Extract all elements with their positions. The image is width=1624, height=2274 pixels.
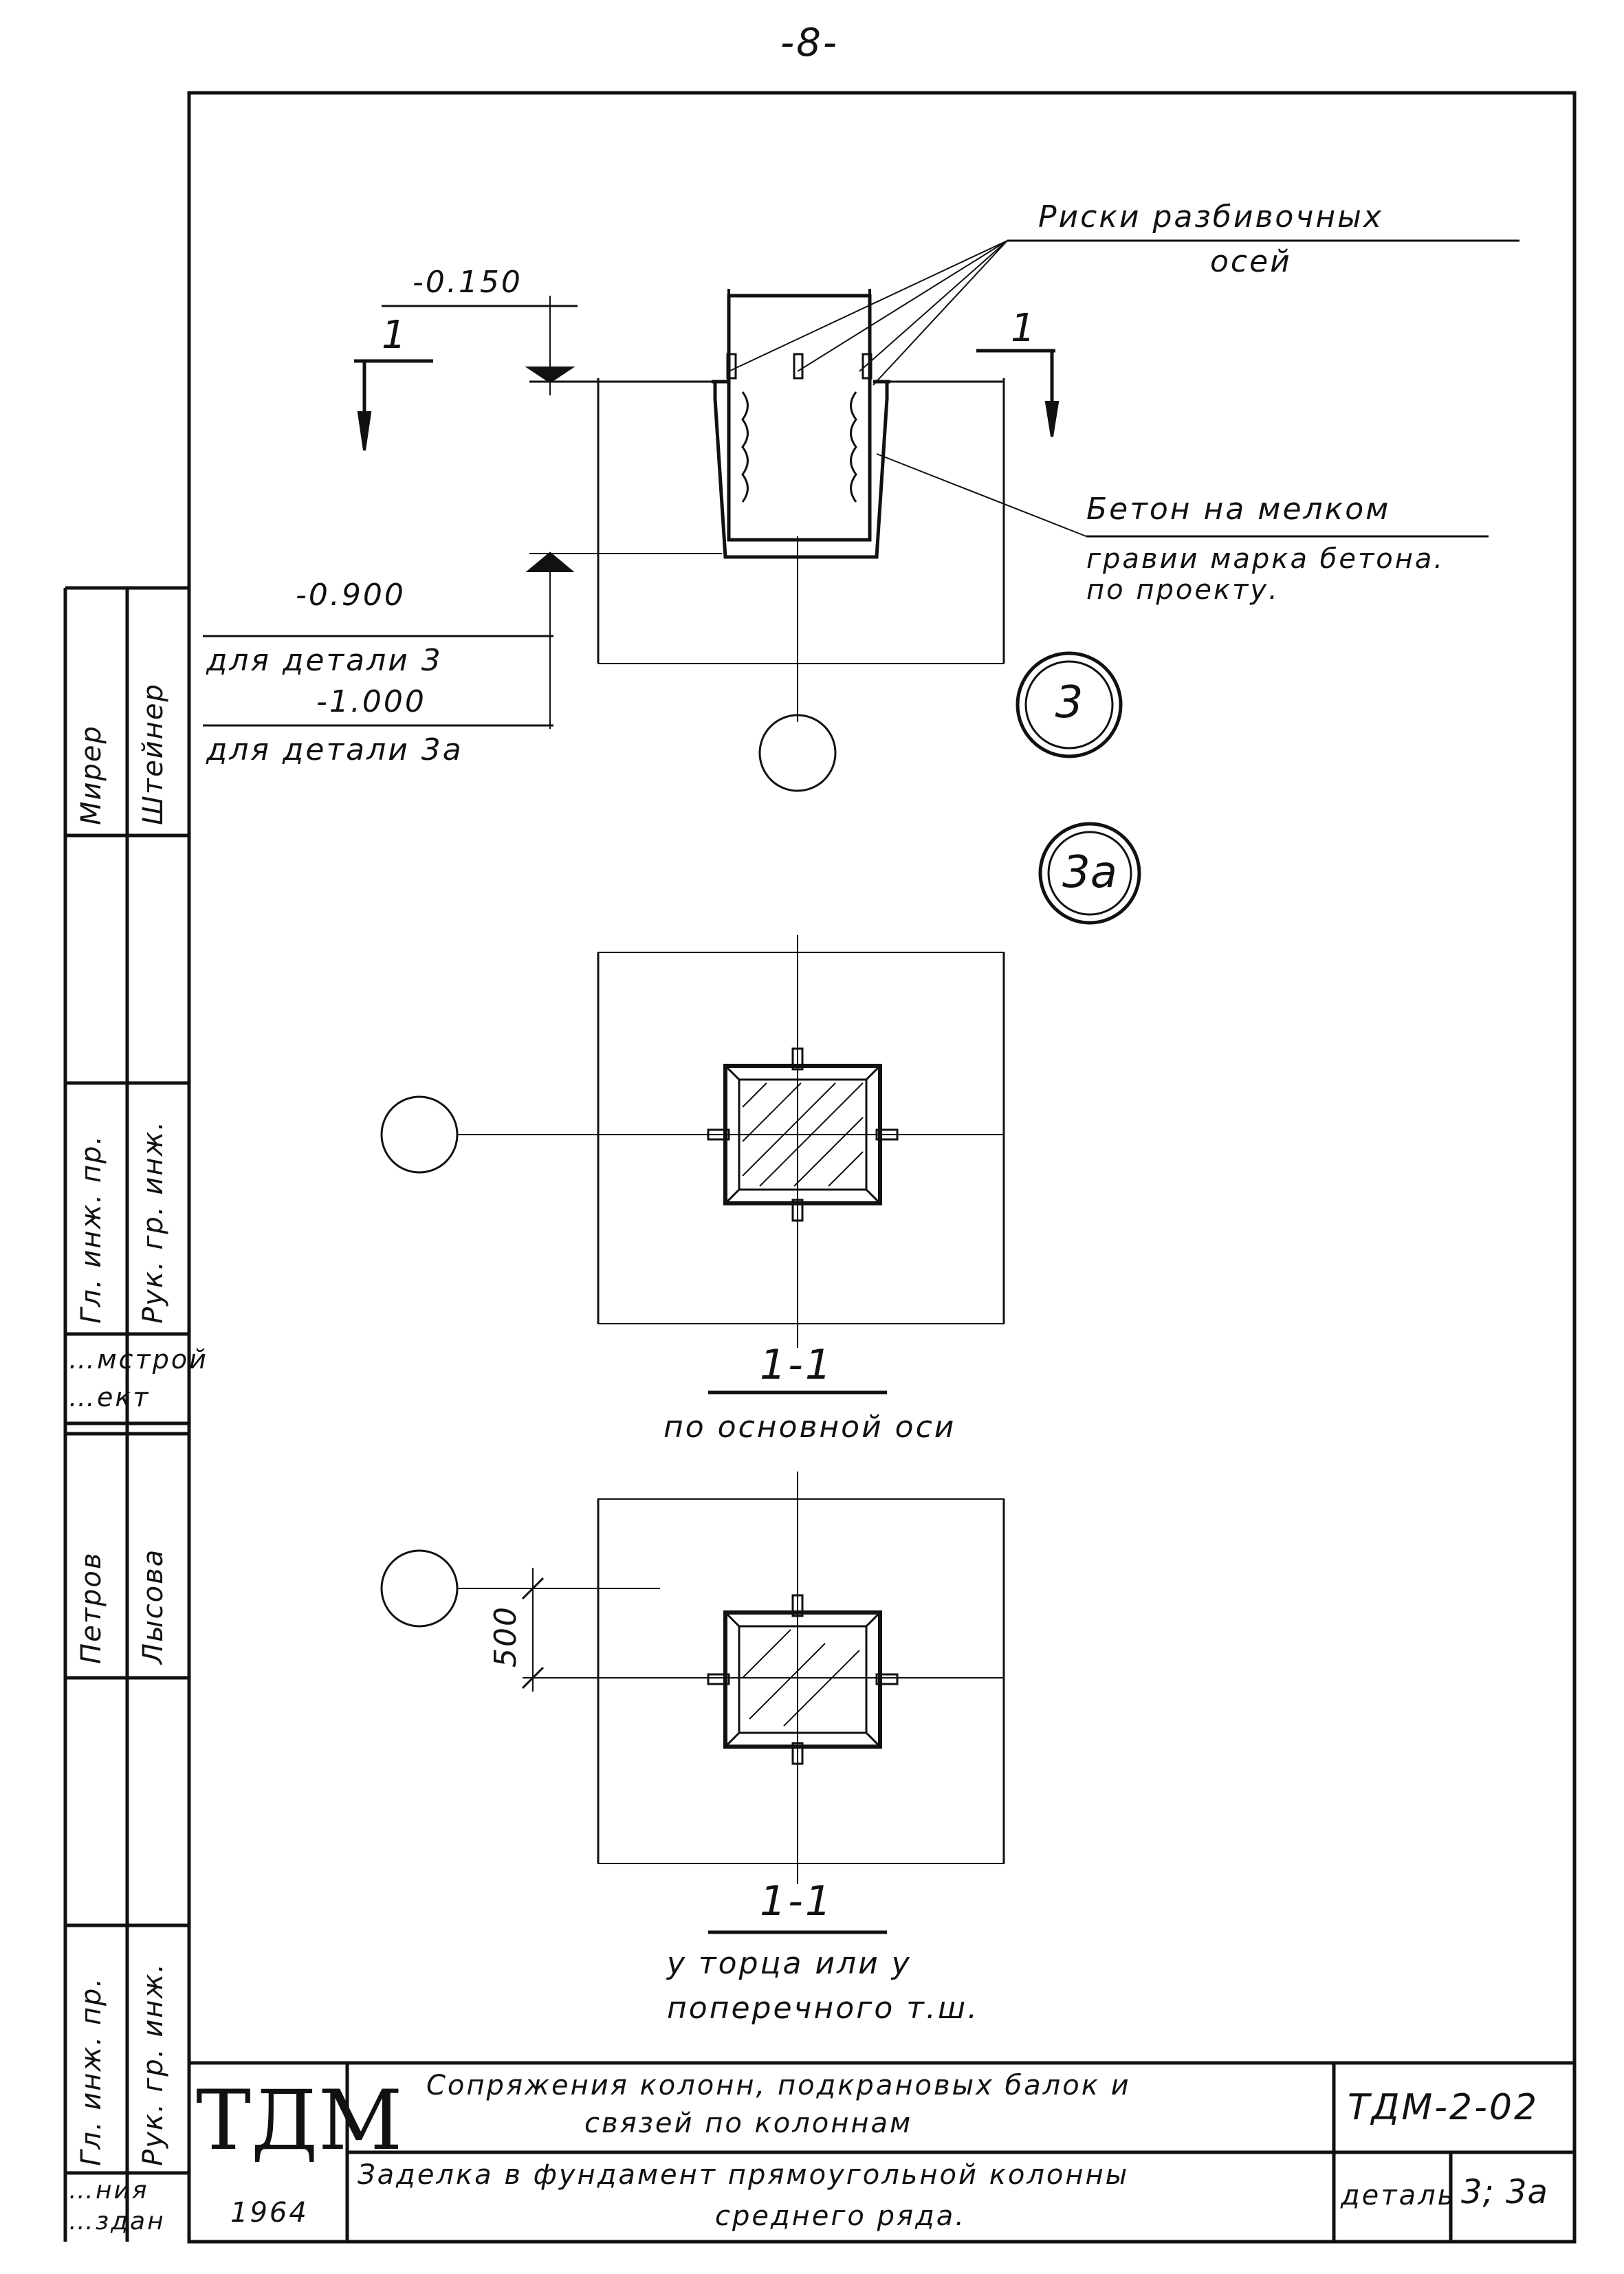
title-block-title-1: Сопряжения колонн, подкрановых балок и (426, 2070, 1131, 2101)
stamp-role-2: Рук. гр. инж. (138, 1119, 169, 1324)
detail-ref-3a (1038, 822, 1141, 925)
title-block-code: ТДМ-2-02 (1348, 2087, 1539, 2128)
stamp-role-3: Гл. инж. пр. (76, 1976, 107, 2166)
title-block-logo: ТДМ (196, 2073, 403, 2169)
section-mark-right: 1 (1011, 306, 1038, 351)
stamp-edition-2: …здан (69, 2207, 166, 2235)
section-plan-1 (380, 935, 1005, 1395)
section2-caption-1: у торца или у (667, 1946, 912, 1981)
axis-marks-label: Риски разбивочных (1038, 199, 1383, 234)
page-number: -8- (780, 21, 840, 65)
title-block-sub-2: среднего ряда. (715, 2200, 966, 2232)
detail-ref-3 (1016, 651, 1123, 758)
stamp-name-shteiner: Штейнер (138, 683, 169, 825)
title-block-detail-label: деталь (1341, 2180, 1456, 2211)
section-mark-left: 1 (382, 313, 408, 358)
stamp-edition-1: …ния (69, 2176, 149, 2205)
stamp-name-lysova: Лысова (138, 1548, 169, 1664)
concrete-label-3: по проекту. (1086, 574, 1280, 606)
stamp-org-1: …мстрой (69, 1344, 208, 1375)
stamp-role-1: Гл. инж. пр. (76, 1134, 107, 1324)
section1-title: 1-1 (760, 1341, 833, 1389)
title-block-sub-1: Заделка в фундамент прямоугольной колонн… (358, 2159, 1130, 2191)
elevation-d3a-value: -1.000 (316, 684, 426, 719)
section2-caption-2: поперечного т.ш. (667, 1991, 980, 2026)
title-block-title-2: связей по колоннам (584, 2108, 913, 2139)
stamp-org-2: …ект (69, 1382, 151, 1412)
elevation-top: -0.150 (413, 265, 523, 300)
title-block-year: 1964 (230, 2197, 309, 2229)
elevation-d3a-label: для детали 3а (206, 732, 463, 767)
concrete-label-1: Бетон на мелком (1086, 492, 1391, 527)
concrete-label-2: гравии марка бетона. (1086, 543, 1445, 575)
detail-ref-3-label: 3 (1055, 677, 1084, 728)
stamp-role-4: Рук. гр. инж. (138, 1962, 169, 2166)
detail-ref-3a-label: 3а (1062, 847, 1117, 898)
sheet-frame (187, 91, 1577, 2244)
title-block-detail-value: 3; 3а (1461, 2173, 1548, 2211)
stamp-name-mirer: Мирер (76, 725, 107, 825)
axis-marks-label-2: осей (1210, 244, 1292, 279)
section2-title: 1-1 (760, 1877, 833, 1925)
elevation-d3-value: -0.900 (296, 578, 406, 613)
section-plan-2 (380, 1472, 1005, 1934)
section2-dimension: 500 (488, 1606, 523, 1668)
socket-detail (203, 239, 1519, 792)
stamp-name-petrov: Петров (76, 1551, 107, 1664)
section1-caption: по основной оси (663, 1410, 956, 1445)
elevation-d3-label: для детали 3 (206, 643, 443, 678)
